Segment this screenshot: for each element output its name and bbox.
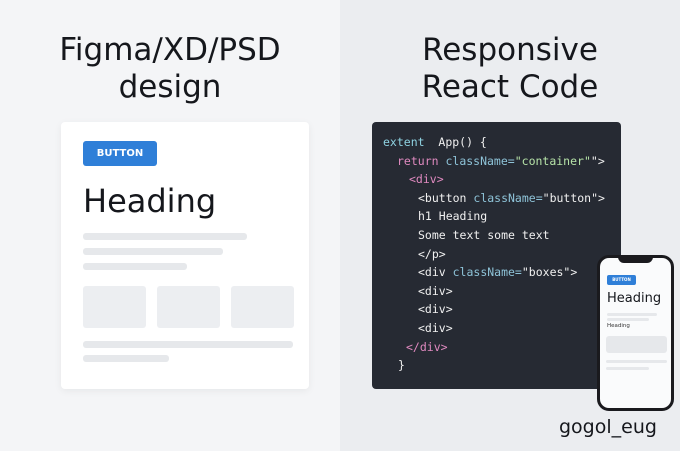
- text-placeholder: [606, 367, 649, 370]
- text-placeholder: [83, 248, 223, 255]
- code-line: </div>: [406, 340, 448, 354]
- code-token: "container": [514, 153, 591, 168]
- code-line: return className="container"">: [397, 154, 605, 168]
- phone-notch: [618, 258, 653, 263]
- mock-heading: Heading: [83, 182, 217, 220]
- code-token: className=: [445, 153, 515, 168]
- phone-subheading: Heading: [607, 323, 630, 329]
- text-placeholder: [83, 355, 169, 362]
- author-signature: gogol_eug: [559, 416, 657, 438]
- title-line: React Code: [421, 69, 599, 105]
- box-placeholder: [157, 286, 220, 328]
- code-token: <div: [418, 265, 453, 280]
- code-token: <div>: [418, 283, 453, 298]
- mock-button: BUTTON: [83, 141, 157, 166]
- code-token: return: [397, 153, 446, 168]
- box-placeholder: [231, 286, 294, 328]
- text-placeholder: [607, 313, 657, 316]
- code-line: <button className="button">: [418, 191, 605, 205]
- text-placeholder: [83, 341, 293, 348]
- code-token: h1 Heading: [418, 209, 488, 224]
- code-token: Some text some text: [418, 228, 550, 242]
- phone-mockup: BUTTON Heading Heading: [597, 255, 674, 411]
- phone-button: BUTTON: [607, 275, 636, 285]
- title-line: Responsive: [422, 32, 598, 68]
- code-line: Some text some text: [418, 228, 550, 242]
- box-placeholder: [606, 336, 667, 353]
- code-token: App() {: [438, 135, 487, 149]
- text-placeholder: [607, 318, 649, 321]
- code-line: <div>: [409, 172, 444, 186]
- text-placeholder: [83, 263, 187, 270]
- code-token: "boxes">: [521, 265, 578, 280]
- code-token: </p>: [418, 246, 446, 261]
- title-line: Figma/XD/PSD: [59, 32, 281, 68]
- code-token: extent: [383, 135, 439, 149]
- code-line: h1 Heading: [418, 209, 487, 223]
- code-editor: extent App() {return className="containe…: [372, 122, 621, 389]
- box-placeholder: [83, 286, 146, 328]
- code-token: "button">: [542, 190, 605, 205]
- text-placeholder: [606, 360, 667, 363]
- code-token: ">: [590, 153, 605, 168]
- code-line: <div className="boxes">: [418, 265, 577, 279]
- text-placeholder: [83, 233, 247, 240]
- code-token: }: [398, 358, 405, 373]
- code-line: <div>: [418, 302, 453, 316]
- title-line: design: [118, 69, 222, 105]
- code-line: <div>: [418, 284, 453, 298]
- code-line: }: [398, 358, 405, 372]
- design-mockup-card: BUTTON Heading: [61, 122, 309, 389]
- code-token: className=: [473, 190, 543, 205]
- phone-heading: Heading: [607, 291, 662, 306]
- code-line: extent App() {: [383, 135, 487, 149]
- code-token: <div>: [418, 302, 453, 317]
- code-line: </p>: [418, 247, 446, 261]
- code-token: className=: [452, 265, 522, 280]
- code-line: <div>: [418, 321, 453, 335]
- code-token: <button: [418, 190, 474, 205]
- code-token: </div>: [406, 339, 448, 354]
- code-token: <div>: [409, 172, 444, 187]
- code-token: <div>: [418, 321, 453, 335]
